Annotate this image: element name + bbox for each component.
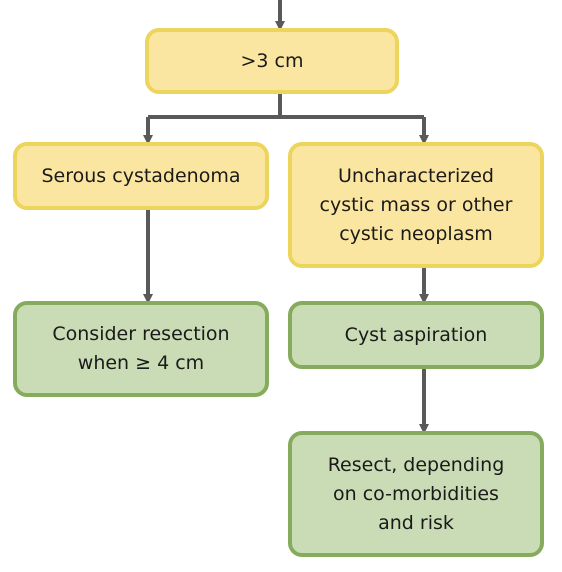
node-uncharacterized-cystic-mass-label: Uncharacterized cystic mass or other cys… — [319, 164, 513, 245]
node-cyst-aspiration: Cyst aspiration — [288, 301, 544, 369]
node-resect-label: Resect, depending on co-morbidities and … — [327, 453, 505, 534]
node-resect: Resect, depending on co-morbidities and … — [288, 431, 544, 557]
node-serous-cystadenoma: Serous cystadenoma — [13, 142, 269, 210]
node-consider-resection-label: Consider resection when ≥ 4 cm — [52, 323, 230, 374]
node-size-over-3cm-label: >3 cm — [240, 49, 304, 72]
node-uncharacterized-cystic-mass: Uncharacterized cystic mass or other cys… — [288, 142, 544, 268]
node-serous-cystadenoma-label: Serous cystadenoma — [41, 164, 241, 187]
node-size-over-3cm: >3 cm — [145, 28, 399, 94]
node-consider-resection: Consider resection when ≥ 4 cm — [13, 301, 269, 397]
node-cyst-aspiration-label: Cyst aspiration — [344, 323, 488, 346]
